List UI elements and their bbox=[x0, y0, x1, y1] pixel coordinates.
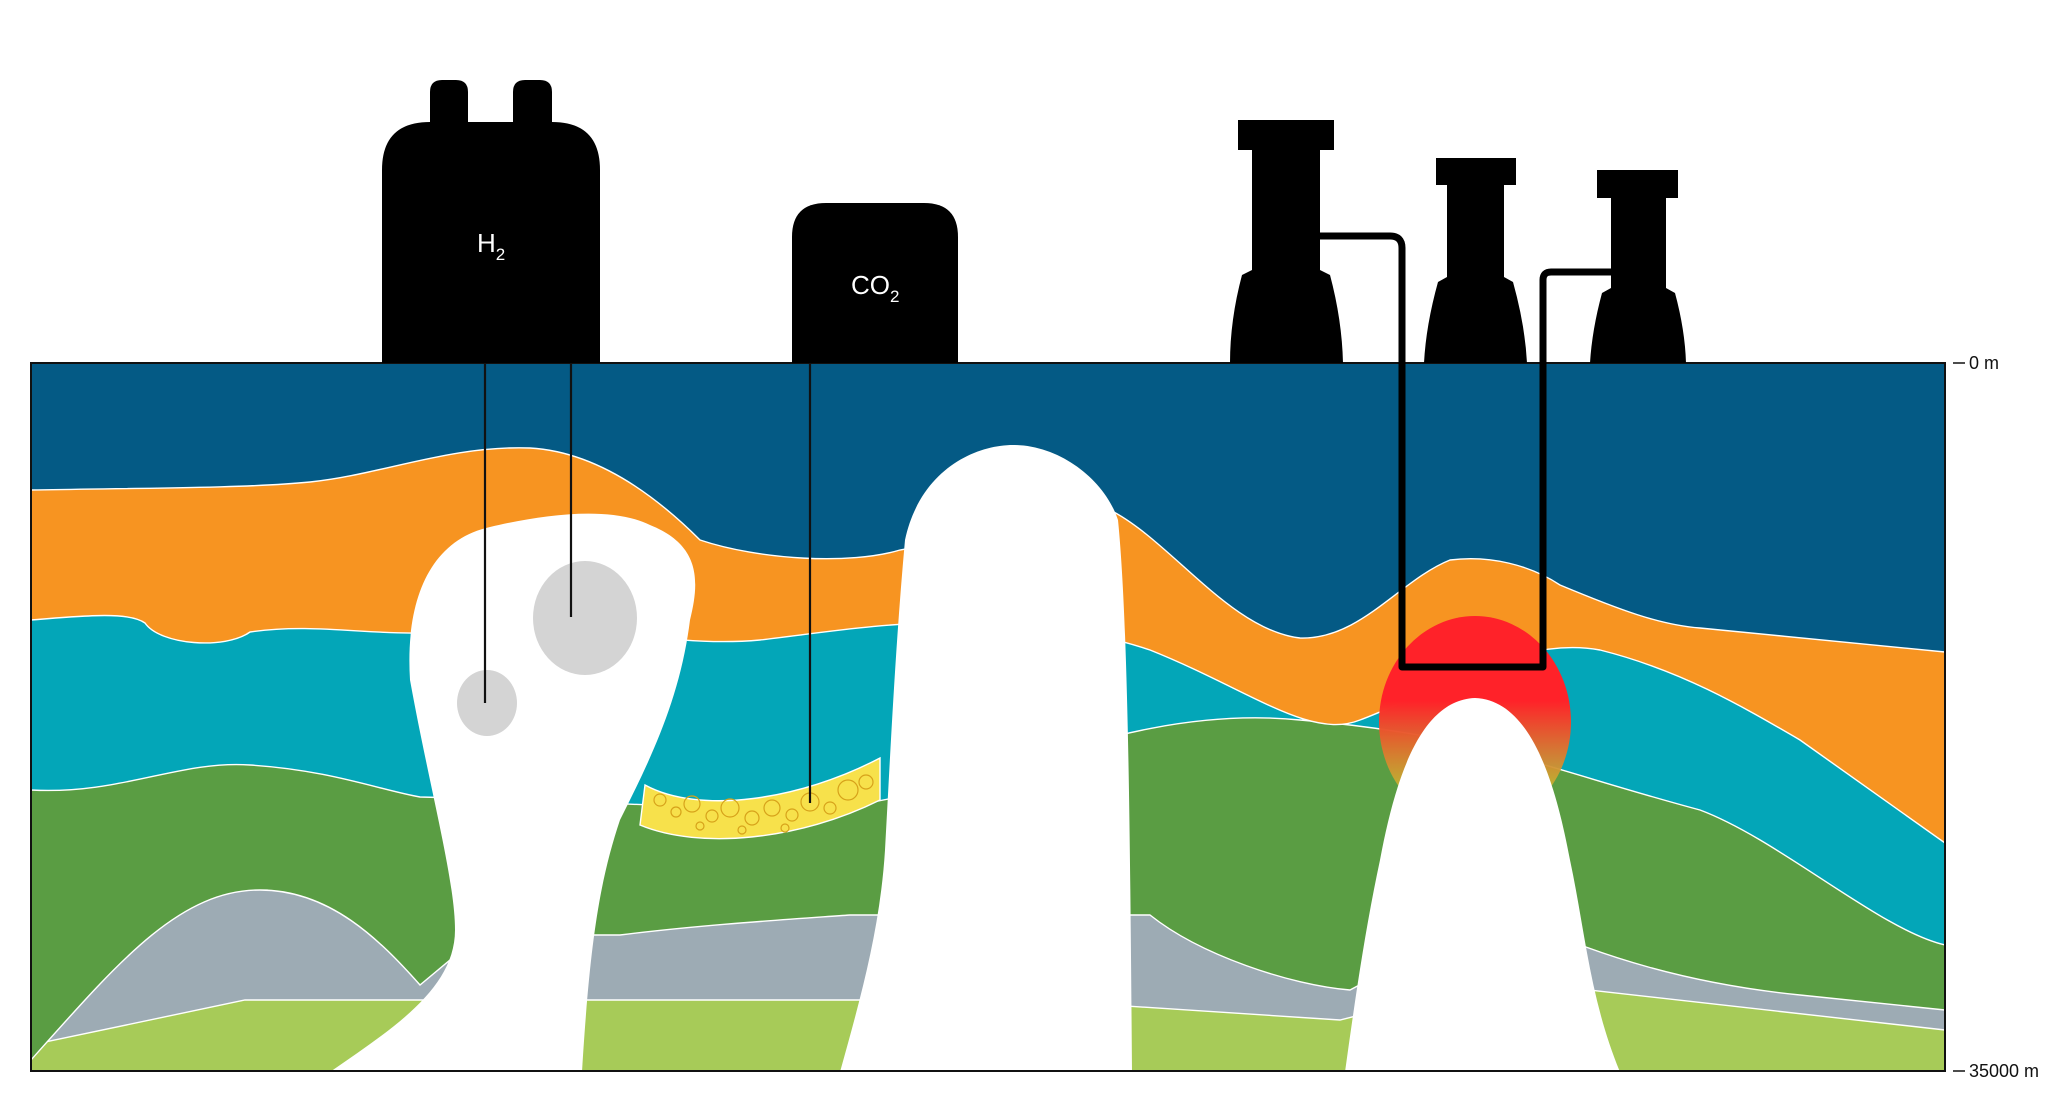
hydrogen-cavern-small bbox=[457, 670, 517, 736]
depth-scale: 0 m 35000 m bbox=[1953, 353, 2039, 1081]
co2-storage-facility bbox=[792, 203, 958, 363]
hydrogen-tank bbox=[382, 80, 600, 363]
geothermal-tower-3 bbox=[1590, 170, 1686, 363]
geothermal-tower-1 bbox=[1230, 120, 1343, 363]
wells bbox=[483, 363, 812, 803]
geothermal-tower-2 bbox=[1424, 158, 1527, 363]
co2-tank-label: CO2 bbox=[851, 270, 899, 306]
co2-bubbles bbox=[653, 774, 874, 835]
salt-dome-central bbox=[840, 445, 1132, 1071]
depth-label-top: 0 m bbox=[1969, 353, 1999, 373]
salt-dome-geothermal bbox=[1345, 698, 1620, 1071]
depth-label-bottom: 35000 m bbox=[1969, 1061, 2039, 1081]
co2-tank bbox=[792, 203, 958, 363]
geothermal-plant bbox=[1230, 120, 1686, 363]
co2-reservoir bbox=[639, 756, 881, 840]
rock-strata bbox=[31, 363, 1945, 1071]
geothermal-loop-pipe bbox=[1320, 232, 1611, 671]
hydrogen-cavern-large bbox=[533, 561, 637, 675]
section-frame bbox=[30, 362, 1946, 1072]
hydrogen-tank-label: H2 bbox=[477, 228, 505, 264]
hydrogen-storage-facility bbox=[382, 80, 600, 363]
